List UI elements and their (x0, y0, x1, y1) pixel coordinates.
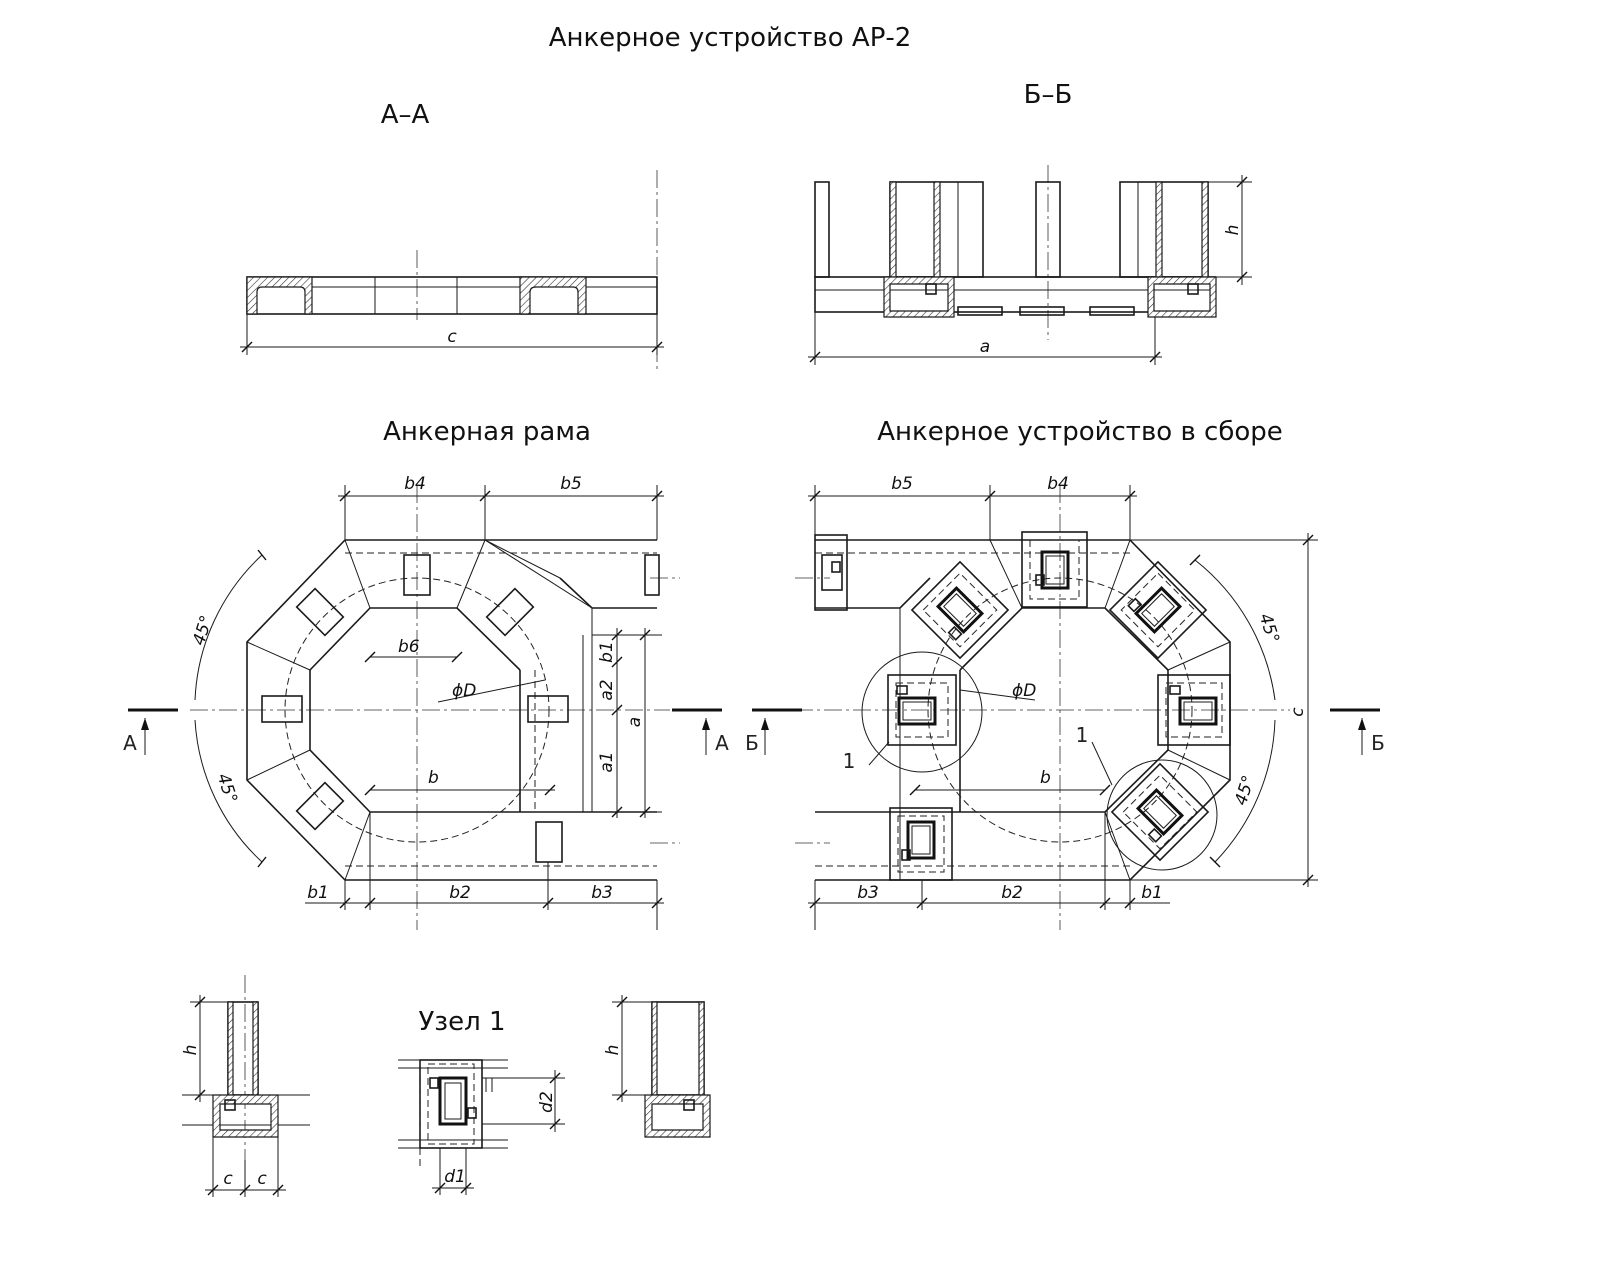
frame-dim-a-label: a (625, 717, 645, 727)
detail-node-dim-d2-label: d2 (537, 1091, 557, 1113)
anchor-unit-bottom-left (889, 807, 953, 881)
section-mark-b-right: Б (1371, 731, 1385, 755)
anchor-frame-plan: ϕD b4 b5 b6 b (123, 474, 729, 930)
frame-angle-bottom-label: 45° (213, 771, 241, 806)
assembly-dim-b1-label: b1 (1141, 883, 1163, 903)
frame-dim-b1-right-label: b1 (597, 641, 617, 663)
frame-diameter-label: ϕD (452, 681, 476, 701)
frame-dim-b4-label: b4 (404, 474, 426, 494)
assembly-dim-b2-label: b2 (1001, 883, 1023, 903)
frame-dim-b5-label: b5 (560, 474, 582, 494)
anchor-unit-right (1157, 674, 1231, 746)
detail-left-dim-c2-label: c (257, 1169, 267, 1189)
anchor-unit-top-left (814, 534, 848, 611)
anchor-unit-diag-top-right (1108, 560, 1208, 660)
assembly-angle-top-label: 45° (1255, 611, 1283, 646)
detail-riser-right: h (603, 995, 711, 1138)
assembly-plan: ϕD 1 1 (745, 474, 1385, 930)
dim-c-label: c (447, 327, 457, 347)
assembly-dim-b4-label: b4 (1047, 474, 1069, 494)
frame-dim-b6-label: b6 (398, 637, 420, 657)
node-ref-right: 1 (1076, 723, 1089, 747)
bb-dim-h-label: h (1223, 225, 1243, 236)
frame-title: Анкерная рама (383, 417, 591, 447)
section-mark-a-left: А (123, 731, 137, 755)
detail-node-dim-d1-label: d1 (444, 1167, 466, 1187)
frame-dim-a1-label: a1 (597, 751, 617, 772)
anchor-unit-diag-bottom-right (1110, 762, 1210, 862)
section-aa-title: А–А (381, 100, 430, 130)
frame-dim-b2-label: b2 (449, 883, 471, 903)
node-title: Узел 1 (418, 1007, 505, 1037)
assembly-dim-c-label: c (1288, 707, 1308, 717)
assembly-dim-b3-label: b3 (857, 883, 879, 903)
anchor-unit-left (887, 674, 957, 746)
anchor-unit-top (1021, 531, 1088, 608)
frame-angle-top-label: 45° (189, 613, 217, 648)
detail-right-dim-h-label: h (603, 1045, 623, 1056)
section-bb-view: h a (808, 165, 1252, 365)
assembly-diameter-label: ϕD (1012, 681, 1036, 701)
frame-dim-b-label: b (428, 768, 439, 788)
assembly-dim-b5-label: b5 (891, 474, 913, 494)
frame-dim-b1-bottom-label: b1 (307, 883, 329, 903)
section-mark-a-right: А (715, 731, 729, 755)
detail-node-1: d2 d1 (398, 1059, 565, 1195)
detail-left-dim-c1-label: c (223, 1169, 233, 1189)
bb-dim-a-label: a (980, 337, 990, 357)
detail-riser-left: h c c (181, 975, 310, 1200)
section-aa-view: c (240, 170, 664, 370)
section-bb-title: Б–Б (1024, 80, 1073, 110)
main-title: Анкерное устройство АР-2 (549, 23, 912, 53)
frame-dim-a2-label: a2 (597, 679, 617, 700)
frame-dim-b3-label: b3 (591, 883, 613, 903)
assembly-dim-b-label: b (1040, 768, 1051, 788)
anchor-unit-diag-top-left (910, 560, 1010, 660)
assembly-title: Анкерное устройство в сборе (877, 417, 1283, 447)
section-mark-b-left: Б (745, 731, 759, 755)
node-ref-left: 1 (843, 749, 856, 773)
detail-left-dim-h-label: h (181, 1045, 201, 1056)
